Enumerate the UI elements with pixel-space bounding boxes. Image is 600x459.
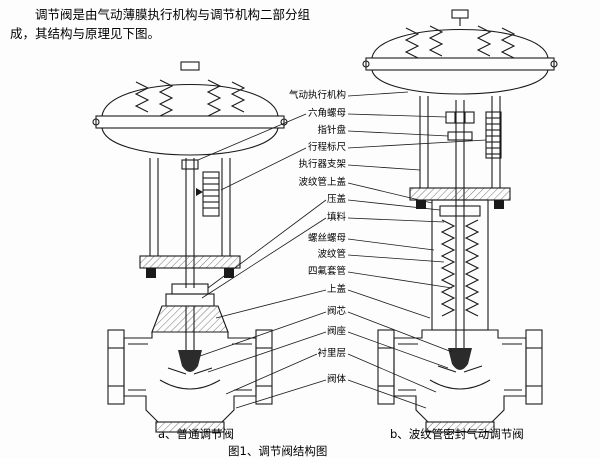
screw-nut-label: 螺丝螺母	[307, 233, 346, 244]
valve-seat-label: 阀座	[326, 326, 346, 337]
bellows-label: 波纹管	[317, 249, 346, 260]
pointer-plate-label: 指针盘	[317, 125, 346, 136]
travel-scale-label: 行程标尺	[307, 142, 346, 153]
intro-line1: 调节阀是由气动薄膜执行机构与调节机构二部分组	[35, 7, 311, 22]
gland-label: 压盖	[326, 194, 346, 205]
valve-body-label: 阀体	[326, 374, 346, 385]
upper-cover-label: 上盖	[326, 284, 346, 295]
packing-label: 填料	[326, 212, 346, 223]
figure-title: 图1、调节阀结构图	[228, 444, 328, 458]
ptfe-sleeve-label: 四氟套管	[307, 266, 346, 277]
caption-valve-a: a、普通调节阀	[158, 427, 235, 441]
hex-nut-label: 六角螺母	[307, 108, 346, 119]
pneumatic-actuator-label: 气动执行机构	[288, 90, 346, 101]
lining-layer-label: 衬里层	[317, 348, 346, 359]
valve-core-label: 阀芯	[326, 306, 346, 317]
intro-text: 调节阀是由气动薄膜执行机构与调节机构二部分组 成，其结构与原理见下图。	[10, 5, 370, 43]
intro-line2: 成，其结构与原理见下图。	[10, 26, 161, 41]
leader-lines	[197, 91, 487, 409]
actuator-bracket-label: 执行器支架	[298, 159, 346, 170]
bellows-top-cover-label: 波纹管上盖	[298, 177, 346, 188]
caption-valve-b: b、波纹管密封气动调节阀	[390, 427, 524, 441]
valve-b-drawing	[362, 9, 558, 433]
valve-a-drawing	[92, 61, 288, 433]
